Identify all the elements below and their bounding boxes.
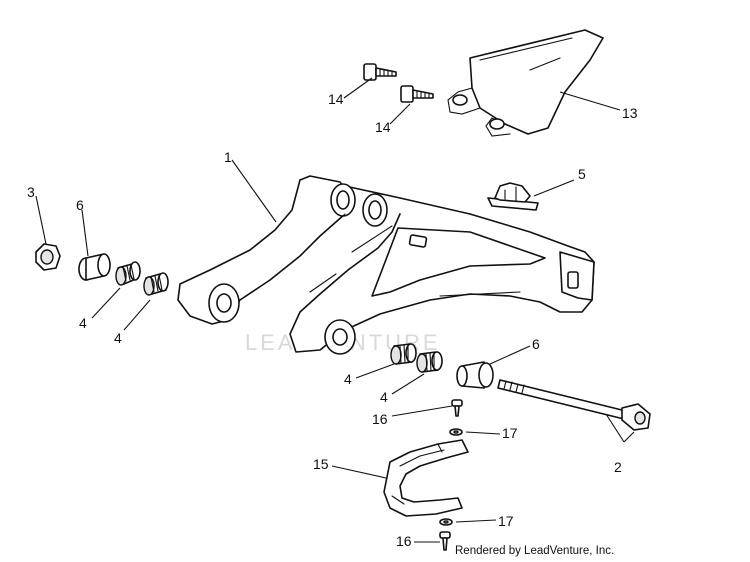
callout-4c: 4 [344, 371, 352, 387]
callout-16a: 16 [372, 411, 388, 427]
callout-6b: 6 [532, 336, 540, 352]
leader-15 [331, 465, 387, 479]
callout-14b: 14 [375, 119, 391, 135]
swingarm[interactable] [177, 175, 595, 355]
leader-4b [123, 299, 151, 331]
leader-13 [559, 91, 621, 111]
bushing-left[interactable] [78, 253, 111, 281]
callout-4a: 4 [79, 315, 87, 331]
leader-14b [389, 103, 411, 125]
leader-5 [533, 179, 575, 197]
leader-4c [355, 363, 395, 379]
needle-bearing-2[interactable] [143, 272, 169, 296]
rubber-bumper[interactable] [487, 182, 539, 211]
needle-bearing-3[interactable] [390, 343, 417, 365]
needle-bearing-1[interactable] [115, 261, 141, 286]
washer-upper[interactable] [449, 428, 463, 436]
callout-6a: 6 [76, 197, 84, 213]
leader-1 [231, 159, 277, 223]
screw-lower[interactable] [439, 531, 451, 551]
leader-4a [91, 287, 121, 319]
leader-lines [35, 77, 635, 543]
leader-16a [391, 405, 453, 417]
callout-14a: 14 [328, 91, 344, 107]
bushing-right[interactable] [456, 361, 494, 389]
chain-slider[interactable] [383, 439, 469, 517]
callout-13: 13 [622, 105, 638, 121]
callout-17a: 17 [502, 425, 518, 441]
callout-1: 1 [224, 149, 232, 165]
bolt-upper[interactable] [363, 63, 397, 81]
bolt-lower[interactable] [400, 85, 434, 103]
leader-14a [343, 77, 373, 99]
callout-16b: 16 [396, 533, 412, 549]
needle-bearing-4[interactable] [416, 351, 443, 373]
pivot-bolt[interactable] [497, 379, 651, 431]
callout-4b: 4 [114, 330, 122, 346]
washer-lower[interactable] [439, 518, 453, 526]
leader-6b [489, 345, 531, 365]
callout-2: 2 [614, 459, 622, 475]
credit-text: Rendered by LeadVenture, Inc. [455, 545, 614, 557]
leader-6a [81, 209, 89, 257]
callout-5: 5 [578, 166, 586, 182]
chain-guard[interactable] [447, 29, 604, 137]
leader-17b [455, 519, 497, 523]
callout-15: 15 [313, 456, 329, 472]
leader-17a [465, 431, 501, 435]
leader-4d [391, 373, 425, 395]
callout-4d: 4 [380, 389, 388, 405]
callout-17b: 17 [498, 513, 514, 529]
nut[interactable] [35, 243, 61, 271]
screw-upper[interactable] [451, 399, 463, 417]
leader-2 [605, 413, 635, 443]
leader-3 [35, 195, 47, 245]
callout-3: 3 [27, 184, 35, 200]
